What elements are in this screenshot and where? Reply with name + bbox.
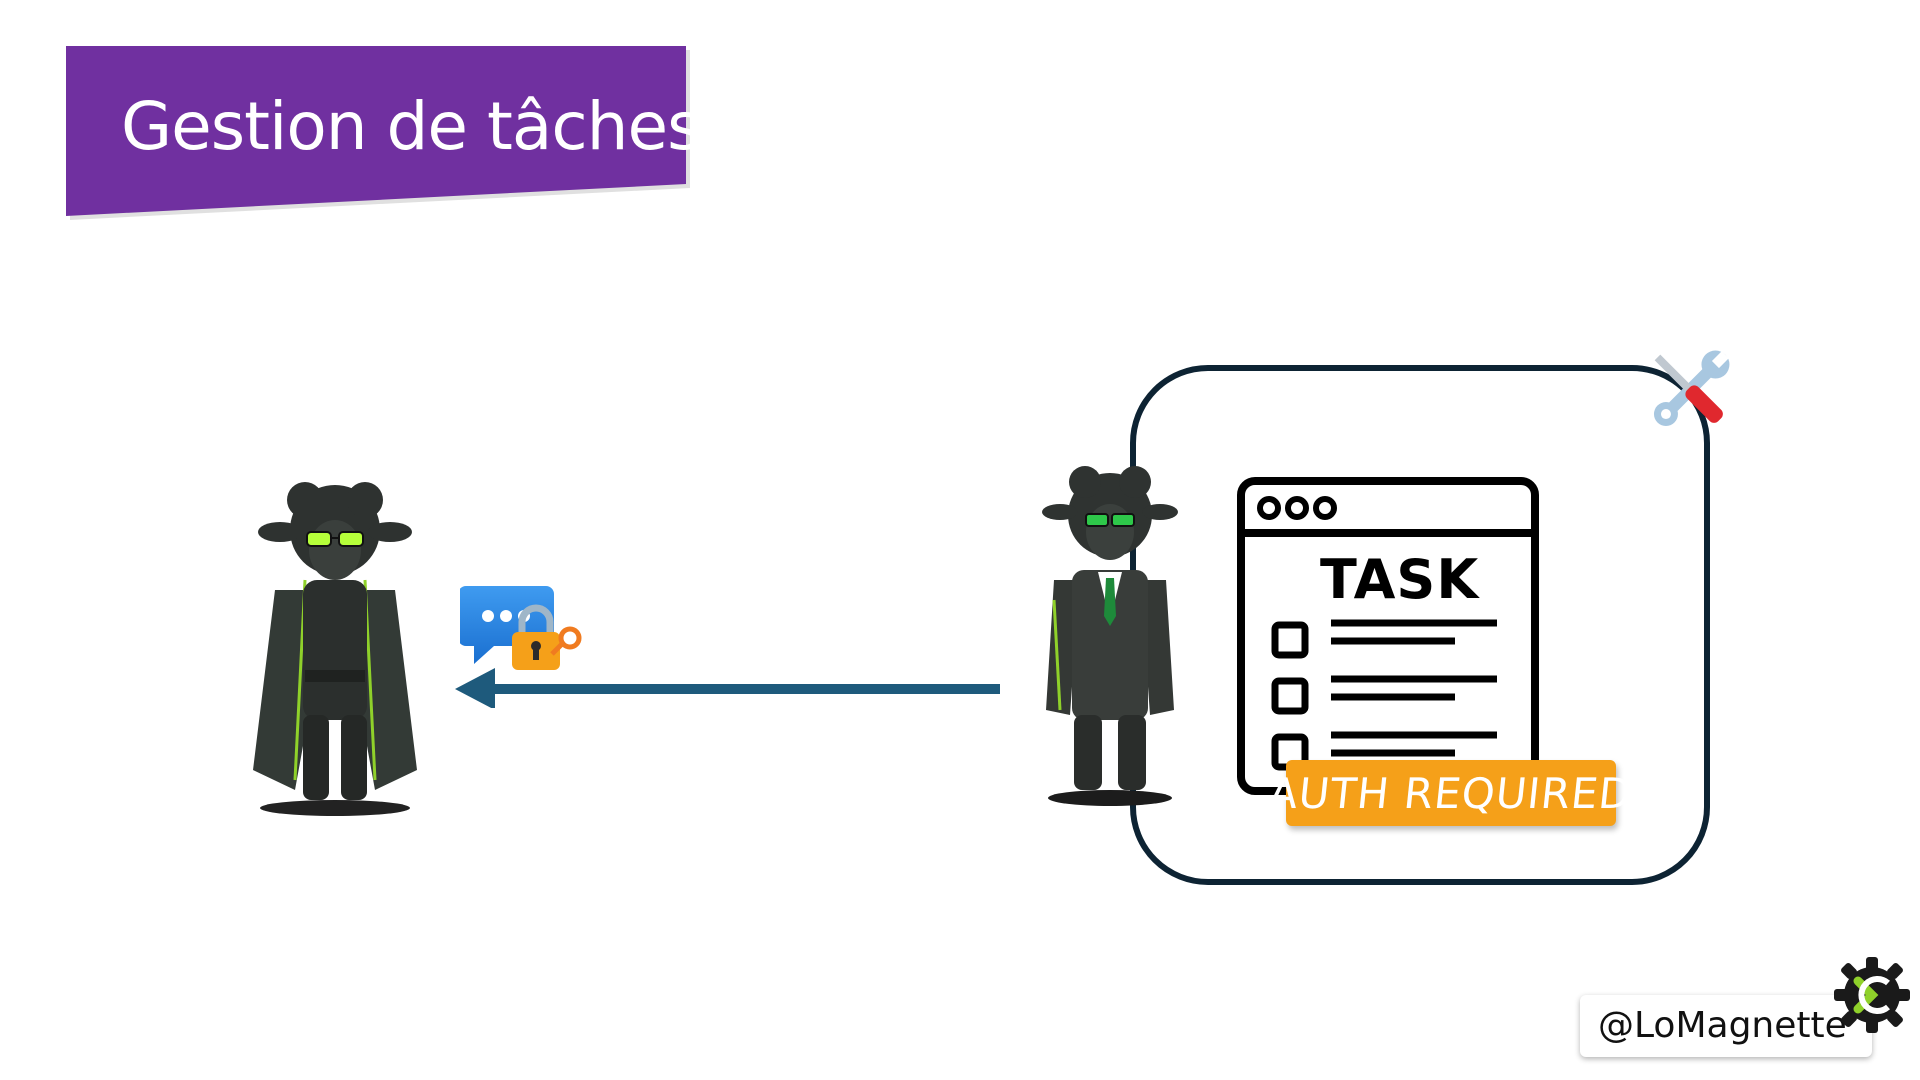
sheep-coat-figure	[253, 482, 417, 816]
sheep-suit-figure	[1042, 466, 1178, 806]
task-title: TASK	[1320, 548, 1480, 611]
banner-shape	[66, 46, 690, 220]
title-banner: Gestion de tâches	[66, 46, 701, 220]
checkbox-icon	[1271, 677, 1309, 715]
chat-bubble-icon	[460, 586, 582, 670]
auth-required-label: AUTH REQUIRED	[1266, 768, 1636, 818]
wrench-screwdriver-icon	[1653, 350, 1730, 427]
gear-logo-icon	[1834, 957, 1910, 1033]
slide-title: Gestion de tâches	[121, 88, 701, 165]
task-list-window	[1237, 477, 1539, 795]
checkbox-icon	[1271, 621, 1309, 659]
auth-required-badge: AUTH REQUIRED	[1267, 760, 1635, 826]
arrow-left	[455, 668, 1000, 708]
padlock-icon	[512, 604, 582, 670]
author-handle-card: @LoMagnette	[1580, 995, 1872, 1057]
author-handle: @LoMagnette	[1598, 1005, 1847, 1046]
